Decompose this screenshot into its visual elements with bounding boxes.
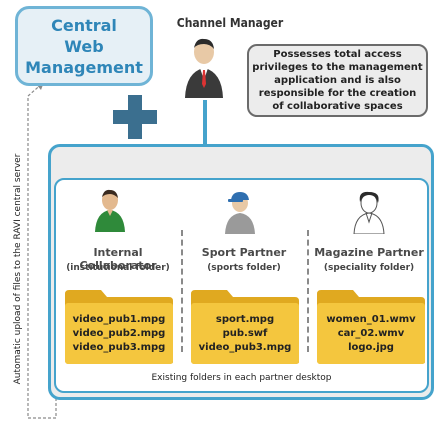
column-separator [181, 230, 183, 352]
file-name: video_pub2.mpg [72, 328, 166, 339]
partner-folder-magazine: (speciality folder) [323, 263, 415, 273]
file-name: video_pub3.mpg [198, 342, 292, 353]
plus-icon [113, 95, 157, 139]
folder-file-list: women_01.wmv car_02.wmv logo.jpg [316, 313, 426, 355]
channel-manager-avatar-icon [185, 38, 223, 98]
file-name: sport.mpg [215, 314, 275, 325]
upload-path-line [27, 81, 57, 419]
folder-file-list: video_pub1.mpg video_pub2.mpg video_pub3… [64, 313, 174, 355]
file-name: car_02.wmv [337, 328, 405, 339]
person-blue-cap-icon [225, 192, 255, 234]
central-web-management-title: Central Web Management [25, 15, 143, 77]
folders-caption: Existing folders in each partner desktop [151, 373, 332, 383]
file-name: pub.swf [222, 328, 268, 339]
central-web-management-box: Central Web Management [15, 6, 153, 86]
partner-name-magazine: Magazine Partner [314, 246, 424, 259]
channel-manager-label: Channel Manager [176, 16, 284, 30]
column-separator [307, 230, 309, 352]
folder-file-list: sport.mpg pub.swf video_pub3.mpg [190, 313, 300, 355]
folder-icon [191, 290, 299, 364]
upload-path-label: Automatic upload of files to the RAVI ce… [13, 153, 23, 385]
file-name: video_pub1.mpg [72, 314, 166, 325]
channel-manager-note: Possesses total access privileges to the… [247, 44, 428, 117]
partner-name-internal: Internal Collaborator [79, 246, 157, 272]
person-sketch-icon [353, 191, 385, 234]
partner-folder-sport: (sports folder) [207, 263, 281, 273]
partner-folder-internal: (institutional folder) [66, 263, 170, 273]
file-name: women_01.wmv [326, 314, 416, 325]
file-name: video_pub3.mpg [72, 342, 166, 353]
file-name: logo.jpg [348, 342, 394, 353]
channel-manager-note-text: Possesses total access privileges to the… [252, 49, 423, 112]
folder-icon [317, 290, 425, 364]
partner-name-sport: Sport Partner [201, 246, 287, 259]
folder-icon [65, 290, 173, 364]
person-green-shirt-icon [95, 189, 125, 232]
